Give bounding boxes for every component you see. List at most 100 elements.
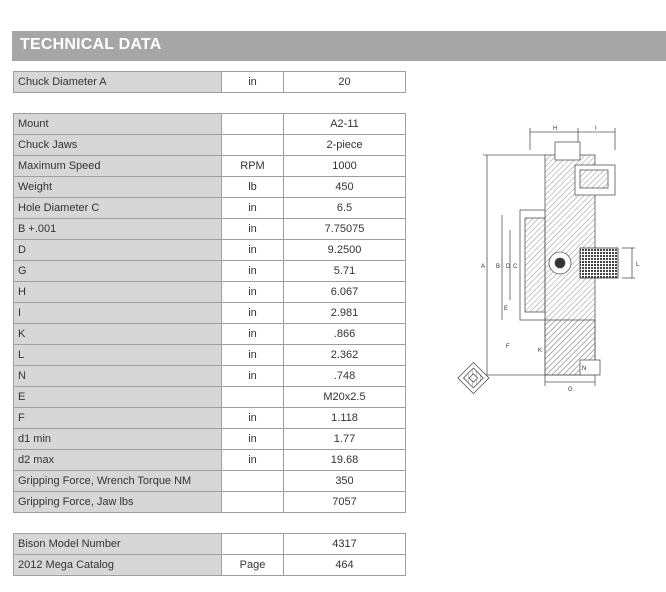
drawing-label-l: L [636, 262, 640, 268]
spec-value: M20x2.5 [283, 386, 406, 408]
spec-value: 9.2500 [283, 239, 406, 261]
spec-unit: in [221, 302, 284, 324]
drawing-label-g: G [568, 387, 573, 393]
drawing-label-f: F [506, 344, 510, 350]
spec-label: G [13, 260, 222, 282]
spec-unit [221, 386, 284, 408]
spec-value: 6.067 [283, 281, 406, 303]
spec-value: 1.77 [283, 428, 406, 450]
spec-value: 2.981 [283, 302, 406, 324]
drawing-label-c: C [513, 264, 518, 270]
spec-unit: Page [221, 554, 284, 576]
spec-label: Gripping Force, Wrench Torque NM [13, 470, 222, 492]
spec-label: B +.001 [13, 218, 222, 240]
spec-value: 2-piece [283, 134, 406, 156]
spec-value: 7.75075 [283, 218, 406, 240]
drawing-label-a: A [481, 264, 485, 270]
drawing-label-k: K [538, 348, 542, 354]
spec-label: K [13, 323, 222, 345]
spec-value: 20 [283, 71, 406, 93]
spec-label: I [13, 302, 222, 324]
drawing-label-n: N [582, 366, 586, 372]
spec-value: 7057 [283, 491, 406, 513]
spec-unit: in [221, 344, 284, 366]
section-header: TECHNICAL DATA [12, 31, 666, 61]
table-row: Bison Model Number 4317 [13, 533, 406, 555]
spec-unit: in [221, 239, 284, 261]
spec-value: 450 [283, 176, 406, 198]
spec-label: N [13, 365, 222, 387]
spec-unit: RPM [221, 155, 284, 177]
drawing-label-i: I [595, 126, 597, 132]
spec-label: Maximum Speed [13, 155, 222, 177]
spec-label: Hole Diameter C [13, 197, 222, 219]
spec-unit: in [221, 281, 284, 303]
spec-label: Gripping Force, Jaw lbs [13, 491, 222, 513]
spec-label: E [13, 386, 222, 408]
spec-unit: in [221, 71, 284, 93]
spec-unit: in [221, 407, 284, 429]
spec-label: d2 max [13, 449, 222, 471]
spec-value: 464 [283, 554, 406, 576]
spec-value: 2.362 [283, 344, 406, 366]
chuck-technical-drawing: H I A B D C L E F G K N [457, 126, 640, 395]
spec-value: 1000 [283, 155, 406, 177]
spec-value: 19.68 [283, 449, 406, 471]
drawing-label-d: D [506, 264, 511, 270]
table-row: 2012 Mega Catalog Page 464 [13, 554, 406, 576]
spec-value: 4317 [283, 533, 406, 555]
spec-unit [221, 113, 284, 135]
spec-label: 2012 Mega Catalog [13, 554, 222, 576]
spec-value: .866 [283, 323, 406, 345]
section-title: TECHNICAL DATA [20, 36, 162, 53]
spec-unit [221, 491, 284, 513]
drawing-label-b: B [496, 264, 500, 270]
drawing-label-e: E [504, 306, 508, 312]
table-row: Mount A2-11 [13, 113, 406, 135]
table-row: Chuck Jaws 2-piece [13, 134, 406, 156]
spec-label: Bison Model Number [13, 533, 222, 555]
spec-value: A2-11 [283, 113, 406, 135]
spec-unit [221, 134, 284, 156]
spec-label: d1 min [13, 428, 222, 450]
drawing-label-h: H [553, 126, 557, 132]
spec-value: 350 [283, 470, 406, 492]
spec-value: .748 [283, 365, 406, 387]
spec-unit: in [221, 260, 284, 282]
spec-unit [221, 470, 284, 492]
spec-label: F [13, 407, 222, 429]
spec-value: 1.118 [283, 407, 406, 429]
spec-unit: in [221, 365, 284, 387]
table-row: Chuck Diameter A in 20 [13, 71, 406, 93]
spec-unit: in [221, 428, 284, 450]
table-row: Gripping Force, Jaw lbs 7057 [13, 491, 406, 513]
spec-label: Weight [13, 176, 222, 198]
spec-label: Chuck Jaws [13, 134, 222, 156]
chuck-diameter-table: Chuck Diameter A in 20 [13, 71, 406, 93]
catalog-table: Bison Model Number 4317 2012 Mega Catalo… [13, 533, 406, 576]
spec-unit: in [221, 323, 284, 345]
table-row: Gripping Force, Wrench Torque NM 350 [13, 470, 406, 492]
spec-unit: in [221, 218, 284, 240]
spec-unit: in [221, 449, 284, 471]
spec-unit [221, 533, 284, 555]
spec-label: Mount [13, 113, 222, 135]
spec-label: H [13, 281, 222, 303]
spec-label: Chuck Diameter A [13, 71, 222, 93]
spec-value: 5.71 [283, 260, 406, 282]
spec-value: 6.5 [283, 197, 406, 219]
table-row: E M20x2.5 [13, 386, 406, 408]
